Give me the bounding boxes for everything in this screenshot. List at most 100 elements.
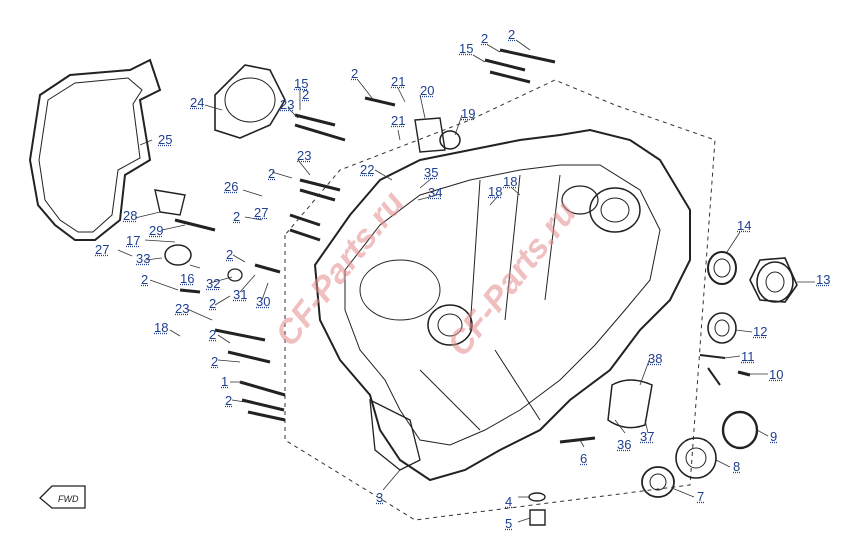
callout-label[interactable]: 28 [123, 208, 138, 223]
callout-label[interactable]: 20 [420, 83, 435, 98]
bearing-13 [749, 257, 798, 303]
small-bore [561, 185, 599, 215]
callout-label[interactable]: 8 [733, 459, 741, 474]
upper-bore-inner [600, 197, 630, 223]
callout-label[interactable]: 2 [508, 27, 516, 42]
callout-label[interactable]: 10 [769, 367, 784, 382]
washer-19 [439, 130, 461, 150]
callout-label[interactable]: 26 [224, 179, 239, 194]
callout-label[interactable]: 14 [737, 218, 752, 233]
callout-label[interactable]: 34 [428, 185, 443, 200]
seal-7 [641, 466, 675, 498]
sump-section [369, 398, 421, 471]
callout-label[interactable]: 7 [697, 489, 705, 504]
bolt-6 [559, 436, 596, 444]
callout-label[interactable]: 4 [505, 494, 513, 509]
pin-11 [699, 354, 726, 359]
callout-label[interactable]: 36 [617, 437, 632, 452]
callout-label[interactable]: 2 [225, 393, 233, 408]
callout-label[interactable]: 27 [95, 242, 110, 257]
washer-32 [227, 268, 243, 282]
callout-label[interactable]: 2 [351, 66, 359, 81]
seal-7-inner [649, 473, 667, 491]
leader-lines [117, 39, 815, 523]
seal-9 [721, 410, 759, 450]
callout-label[interactable]: 13 [816, 272, 831, 287]
callout-label[interactable]: 18 [503, 174, 518, 189]
bearing-13-inner [765, 271, 785, 293]
callout-label[interactable]: 18 [154, 320, 169, 335]
callout-label[interactable]: 5 [505, 516, 513, 531]
crankcase-outline [313, 128, 691, 482]
bushing-38 [607, 379, 653, 429]
cover-plate [214, 64, 286, 139]
callout-label[interactable]: 23 [297, 148, 312, 163]
callout-label[interactable]: 2 [233, 209, 241, 224]
callout-label[interactable]: 37 [640, 429, 655, 444]
callout-label[interactable]: 21 [391, 113, 406, 128]
callout-label[interactable]: 17 [126, 233, 141, 248]
callout-label[interactable]: 21 [391, 74, 406, 89]
callout-label[interactable]: 9 [770, 429, 778, 444]
bolt-10 [737, 370, 751, 377]
callout-label[interactable]: 31 [233, 287, 248, 302]
dashed-frame [284, 79, 716, 521]
seal-14 [707, 251, 737, 285]
gear-cavity [359, 259, 441, 321]
callout-label[interactable]: 23 [175, 301, 190, 316]
callout-label[interactable]: 25 [158, 132, 173, 147]
callout-label[interactable]: 24 [190, 95, 205, 110]
callout-label[interactable]: 35 [424, 165, 439, 180]
callout-label[interactable]: 15 [294, 76, 309, 91]
bearing-8-inner [685, 447, 707, 469]
callout-label[interactable]: 2 [226, 247, 234, 262]
callout-label[interactable]: 33 [136, 251, 151, 266]
callout-label[interactable]: 2 [141, 272, 149, 287]
callout-label[interactable]: 2 [481, 31, 489, 46]
cover-plate-center [224, 77, 276, 123]
callout-label[interactable]: 15 [459, 41, 474, 56]
callout-label[interactable]: 6 [580, 451, 588, 466]
seal-14-inner [713, 258, 731, 278]
callout-label[interactable]: 2 [211, 354, 219, 369]
callout-label[interactable]: 2 [268, 166, 276, 181]
callout-label[interactable]: 18 [488, 184, 503, 199]
upper-bore [589, 187, 641, 233]
gasket-outline [28, 58, 162, 241]
callout-label[interactable]: 30 [256, 294, 271, 309]
drain-plug-5 [529, 509, 546, 526]
bearing-8 [675, 437, 717, 479]
ribs [419, 174, 561, 431]
gear-16 [164, 244, 192, 266]
main-bore [427, 304, 473, 346]
housing-20 [414, 117, 446, 153]
callout-label[interactable]: 27 [254, 205, 269, 220]
callout-label[interactable]: 23 [280, 97, 295, 112]
callout-label[interactable]: 19 [461, 106, 476, 121]
fwd-arrow [39, 485, 86, 509]
callout-label[interactable]: 2 [302, 87, 310, 102]
callout-label[interactable]: 2 [209, 327, 217, 342]
callout-label[interactable]: 2 [209, 296, 217, 311]
bolt-set-left [174, 48, 556, 422]
callout-label[interactable]: 32 [206, 276, 221, 291]
callout-label[interactable]: 1 [221, 374, 229, 389]
callout-label[interactable]: 12 [753, 324, 768, 339]
main-bore-inner [437, 313, 463, 337]
bearing-12-inner [714, 319, 730, 337]
callout-label[interactable]: 22 [360, 162, 375, 177]
gasket-inner [38, 77, 143, 233]
callout-label[interactable]: 3 [376, 490, 384, 505]
bearing-12 [707, 312, 737, 344]
callout-label[interactable]: 11 [741, 349, 755, 364]
pin-11b [707, 367, 721, 386]
callout-label[interactable]: 38 [648, 351, 663, 366]
fwd-label: FWD [58, 494, 79, 504]
callout-label[interactable]: 16 [180, 271, 195, 286]
washer-4 [528, 492, 546, 502]
callout-label[interactable]: 29 [149, 223, 164, 238]
bearing-13-face [756, 261, 794, 303]
crankcase-inner [344, 164, 661, 446]
